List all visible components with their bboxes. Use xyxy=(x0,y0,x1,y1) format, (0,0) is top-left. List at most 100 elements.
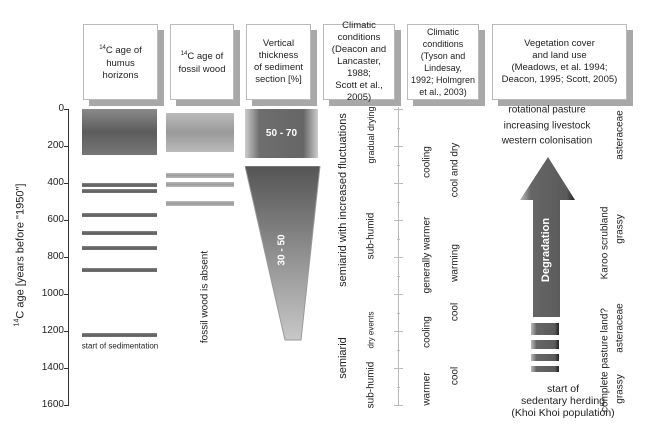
c1-d: sub-humid xyxy=(365,212,377,260)
thickness-lower-label: 30 - 50 xyxy=(276,234,288,266)
mid-axis-tick xyxy=(394,183,403,184)
c2-f: warming xyxy=(449,244,461,282)
header-text: Vertical thickness of sediment section [… xyxy=(253,38,304,85)
y-tick-label: 600 xyxy=(47,214,64,225)
c2-c: cooling xyxy=(421,316,433,348)
mid-axis-tick xyxy=(397,312,400,314)
age-line xyxy=(82,230,157,235)
thickness-upper-block: 50 - 70 xyxy=(245,109,318,158)
header-humus: 14C age of humus horizons xyxy=(83,24,158,100)
mid-axis-tick xyxy=(397,386,400,388)
sup: 14 xyxy=(180,51,188,58)
c2-e: cool and dry xyxy=(449,142,461,198)
age-line xyxy=(82,332,157,337)
header-text: Climatic conditions (Deacon and Lancaste… xyxy=(331,20,387,103)
age-line xyxy=(82,245,157,250)
sup: 14 xyxy=(13,318,21,327)
humus-label: start of sedimentation xyxy=(81,341,159,351)
c1-b: semiarid xyxy=(337,337,349,379)
thickness-trapezoid xyxy=(245,166,321,341)
age-line xyxy=(166,182,234,188)
c2-a: cooling xyxy=(421,146,433,178)
header-wood: 14C age of fossil wood xyxy=(170,24,234,100)
y-tick xyxy=(64,146,69,147)
veg-bottom-0: start of xyxy=(546,383,580,395)
header-climate2: Climatic conditions (Tyson and Lindesay,… xyxy=(407,24,479,100)
c2-g: cool xyxy=(449,302,461,322)
y-tick xyxy=(64,183,69,184)
mid-axis-tick xyxy=(394,257,403,258)
age-block xyxy=(82,109,157,156)
header-vegetation: Vegetation cover and land use (Meadows, … xyxy=(492,24,627,100)
veg-asteraceae-1: asteraceae xyxy=(614,110,626,160)
mid-axis-tick xyxy=(397,164,400,166)
c1-a: semiarid with increased fluctuations xyxy=(337,113,349,287)
header-text: Climatic conditions (Tyson and Lindesay,… xyxy=(410,27,476,97)
y-tick xyxy=(64,331,69,332)
y-axis: 0 200 400 600 800 1000 1200 1400 1600 xyxy=(30,0,70,427)
veg-bottom-2: (Khoi Khoi population) xyxy=(511,407,615,419)
age-line xyxy=(82,213,157,218)
mid-axis-tick xyxy=(394,368,403,369)
degradation-arrow xyxy=(520,157,575,372)
wood-absent-label: fossil wood is absent xyxy=(199,250,211,344)
c1-e: dry events xyxy=(366,311,376,349)
y-axis-title: 14C age [years before "1950"] xyxy=(14,184,27,327)
header-thickness: Vertical thickness of sediment section [… xyxy=(246,24,311,100)
header-climate1: Climatic conditions (Deacon and Lancaste… xyxy=(323,20,395,103)
veg-asteraceae-2: asteraceae xyxy=(614,303,626,353)
y-tick xyxy=(64,294,69,295)
y-tick-label: 800 xyxy=(47,251,64,262)
mid-axis xyxy=(392,0,406,427)
y-title-text: C age [years before "1950"] xyxy=(14,183,27,319)
age-line xyxy=(82,189,157,194)
mid-axis-tick xyxy=(394,405,403,406)
age-line xyxy=(166,200,234,206)
veg-top-2: western colonisation xyxy=(501,135,593,147)
c2-b: generally warmer xyxy=(421,216,433,294)
mid-axis-tick xyxy=(394,220,403,221)
age-line xyxy=(82,267,157,272)
veg-grassy-1: grassy xyxy=(614,214,626,244)
age-line xyxy=(166,173,234,179)
thickness-upper-label: 50 - 70 xyxy=(265,128,298,139)
y-tick-label: 1000 xyxy=(41,288,64,299)
mid-axis-tick xyxy=(397,275,400,277)
mid-axis-line xyxy=(398,107,399,405)
mid-axis-tick xyxy=(397,349,400,351)
mid-axis-tick xyxy=(397,127,400,129)
header-text: C age of humus horizons xyxy=(102,45,142,81)
y-tick xyxy=(64,220,69,221)
header-text: Vegetation cover and land use (Meadows, … xyxy=(501,38,618,85)
y-tick xyxy=(64,257,69,258)
c1-c: gradual drying xyxy=(366,106,376,164)
y-tick-label: 1600 xyxy=(41,399,64,410)
degradation-label: Degradation xyxy=(540,217,552,283)
veg-top-1: increasing livestock xyxy=(503,120,591,132)
veg-karoo: Karoo scrubland xyxy=(599,206,611,280)
mid-axis-tick xyxy=(394,146,403,147)
age-block xyxy=(166,112,234,152)
mid-axis-tick xyxy=(397,238,400,240)
age-line xyxy=(82,182,157,187)
veg-grassy-2: grassy xyxy=(614,374,626,404)
veg-bottom-1: sedentary herding xyxy=(520,395,606,407)
header-text: C age of fossil wood xyxy=(178,51,226,75)
mid-axis-tick xyxy=(394,109,403,110)
y-tick-label: 0 xyxy=(58,103,64,114)
y-tick-label: 1200 xyxy=(41,325,64,336)
y-tick-label: 200 xyxy=(47,140,64,151)
y-tick-label: 400 xyxy=(47,177,64,188)
c1-f: sub-humid xyxy=(365,361,377,409)
c2-h: cool xyxy=(449,366,461,386)
y-tick xyxy=(64,405,69,406)
y-tick-label: 1400 xyxy=(41,362,64,373)
veg-top-0: rotational pasture xyxy=(508,104,586,116)
y-tick xyxy=(64,368,69,369)
c2-d: warmer xyxy=(421,372,433,406)
y-tick xyxy=(64,109,69,110)
veg-complete: complete pasture land? xyxy=(599,308,611,412)
mid-axis-tick xyxy=(394,294,403,295)
mid-axis-tick xyxy=(394,331,403,332)
